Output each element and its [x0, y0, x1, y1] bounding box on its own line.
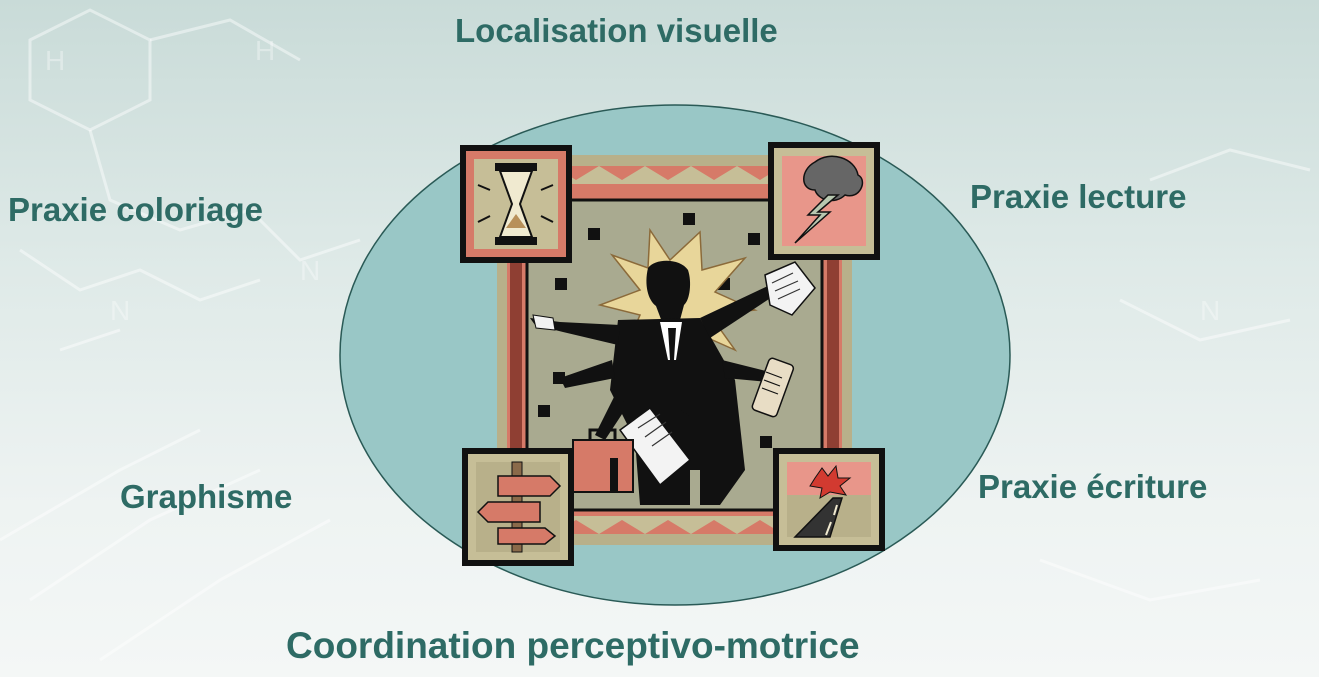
paper-icon	[764, 261, 816, 316]
svg-text:N: N	[110, 295, 130, 326]
label-praxie-ecriture: Praxie écriture	[978, 468, 1208, 505]
label-graphisme: Graphisme	[120, 478, 293, 515]
svg-text:H: H	[45, 45, 65, 76]
phone-icon	[751, 357, 795, 418]
label-localisation-visuelle: Localisation visuelle	[455, 12, 778, 49]
road-icon	[773, 448, 885, 551]
storm-cloud-icon	[768, 142, 880, 260]
decor-squares	[538, 213, 772, 448]
briefcase-icon	[572, 428, 634, 493]
document-icon	[618, 406, 692, 487]
label-coordination-perceptivo-motrice: Coordination perceptivo-motrice	[286, 625, 860, 666]
label-praxie-coloriage: Praxie coloriage	[8, 191, 263, 228]
hourglass-icon	[460, 145, 572, 263]
label-praxie-lecture: Praxie lecture	[970, 178, 1187, 215]
signpost-icon	[462, 448, 574, 566]
svg-text:N: N	[1200, 295, 1220, 326]
svg-text:N: N	[300, 255, 320, 286]
svg-text:H: H	[255, 35, 275, 66]
